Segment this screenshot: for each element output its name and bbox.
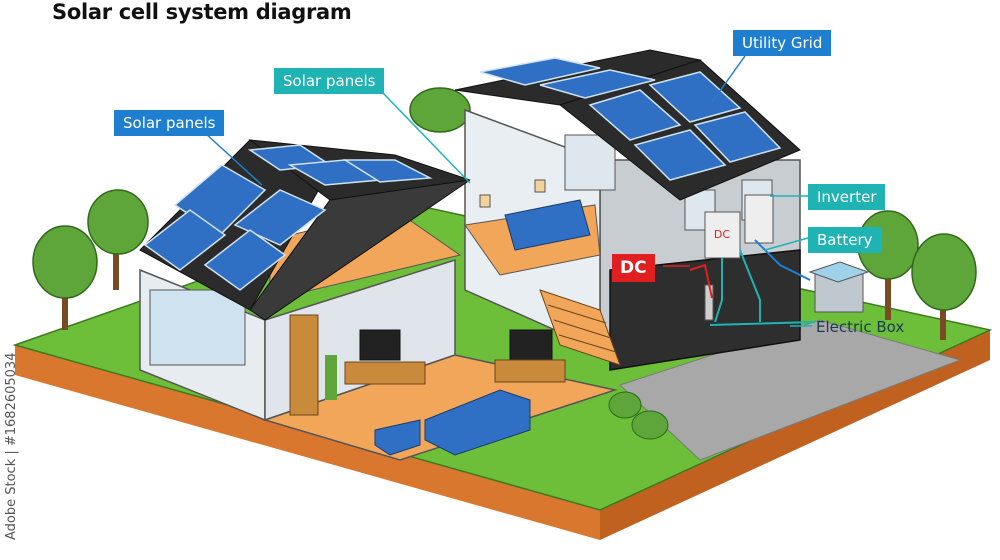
stock-id-text: Adobe Stock | #1682605034 bbox=[4, 353, 19, 540]
utility-grid-label: Utility Grid bbox=[733, 30, 831, 56]
dc-box-text: DC bbox=[714, 228, 730, 241]
solar-panels-label-left: Solar panels bbox=[114, 110, 224, 136]
dc-label: DC bbox=[612, 254, 655, 282]
solar-panels-label-upper: Solar panels bbox=[274, 68, 384, 94]
electric-box-label: Electric Box bbox=[814, 316, 906, 338]
stock-id-watermark: Adobe Stock | #1682605034 bbox=[4, 300, 20, 540]
inverter-label: Inverter bbox=[808, 184, 885, 210]
battery-label: Battery bbox=[808, 227, 882, 253]
diagram-title: Solar cell system diagram bbox=[52, 0, 352, 24]
